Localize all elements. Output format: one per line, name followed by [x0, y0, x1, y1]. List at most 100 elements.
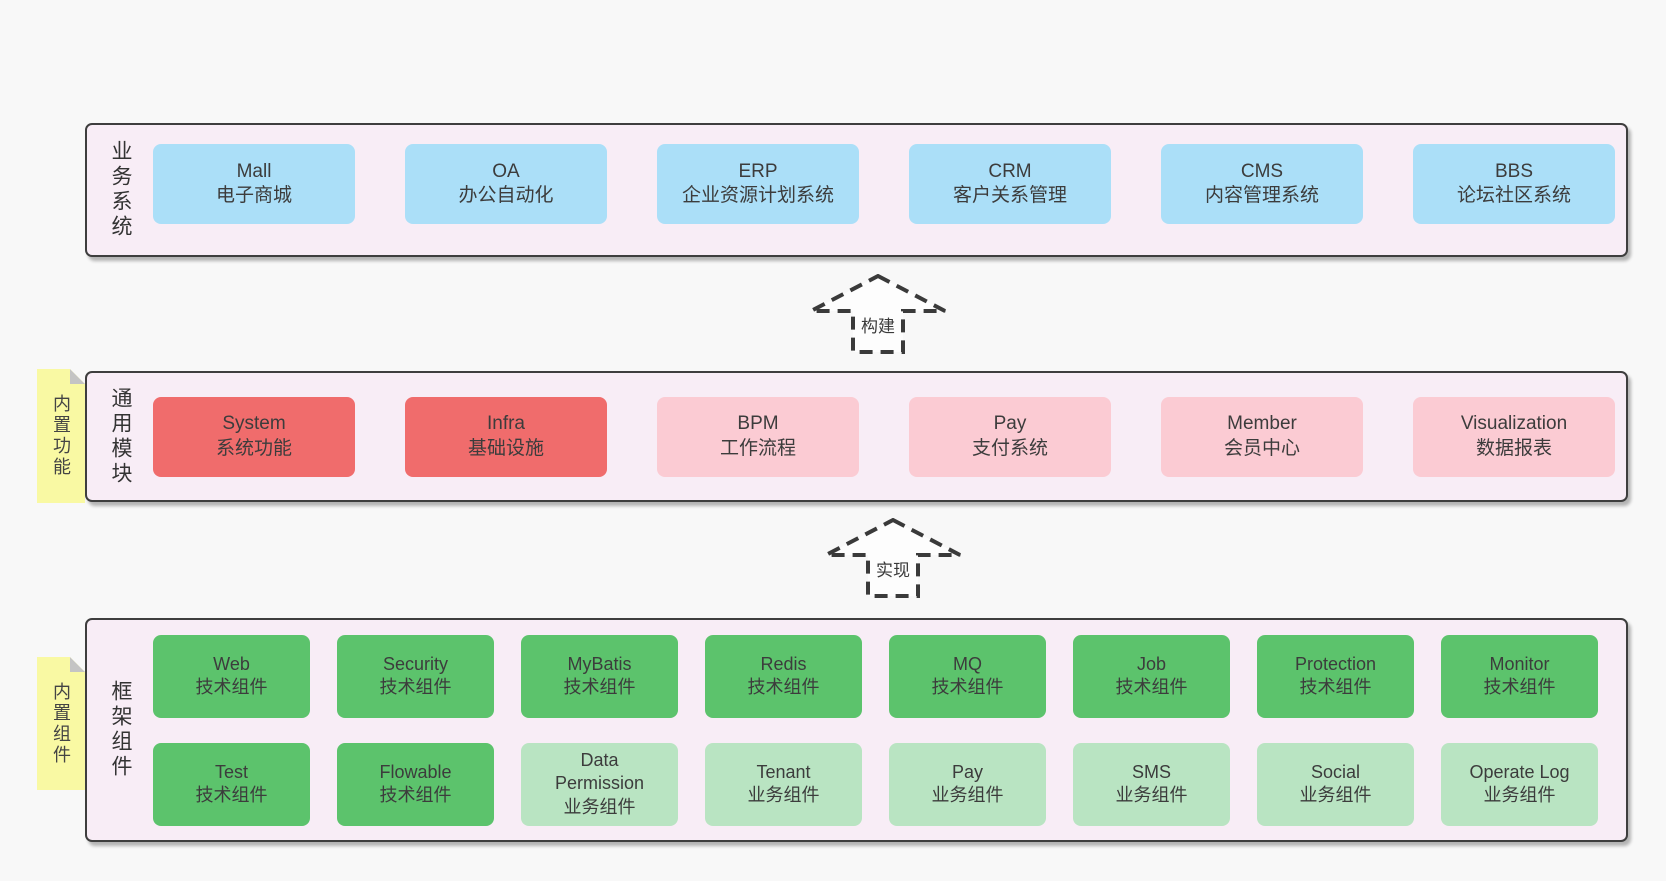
box-subtitle: 内容管理系统: [1204, 185, 1319, 206]
box-subtitle: 技术组件: [379, 677, 452, 697]
box-title: Test: [214, 761, 248, 782]
components-box-mybatis: MyBatis 技术组件: [521, 634, 678, 718]
box-title: CMS: [1240, 160, 1284, 182]
box-title: OA: [492, 160, 520, 182]
box-subtitle: 业务组件: [563, 796, 636, 817]
box-title: Pay: [951, 761, 984, 782]
box-subtitle: 业务组件: [747, 785, 820, 805]
box-title: Social: [1310, 761, 1361, 782]
box-subtitle: 电子商城: [215, 185, 292, 206]
box-subtitle: 办公自动化: [458, 185, 554, 206]
sticky-note-label: 内置功能: [51, 394, 71, 478]
box-title: Web: [213, 653, 250, 674]
box-subtitle: 业务组件: [931, 785, 1004, 805]
components-box-job: Job 技术组件: [1073, 634, 1230, 718]
sticky-note-builtin-features: 内置功能: [37, 369, 85, 503]
box-subtitle: 数据报表: [1475, 437, 1552, 459]
components-box-social: Social 业务组件: [1257, 742, 1414, 826]
sticky-note-builtin-components: 内置组件: [37, 657, 85, 790]
folded-corner-icon: [70, 657, 85, 672]
box-subtitle: 技术组件: [1115, 677, 1188, 697]
box-title: MQ: [953, 653, 982, 674]
box-subtitle: 业务组件: [1483, 785, 1556, 805]
box-subtitle: 技术组件: [1299, 677, 1372, 697]
components-box-flowable: Flowable 技术组件: [337, 742, 494, 826]
layer-label-framework-components: 框架组件: [109, 680, 132, 780]
box-subtitle: 业务组件: [1299, 785, 1372, 805]
components-box-pay: Pay 业务组件: [889, 742, 1046, 826]
layer-label-business-systems: 业务系统: [109, 140, 132, 240]
components-box-protection: Protection 技术组件: [1257, 634, 1414, 718]
box-subtitle: 工作流程: [719, 437, 796, 459]
box-title: Protection: [1294, 653, 1377, 674]
box-title: Flowable: [379, 761, 452, 782]
box-title: Operate Log: [1469, 761, 1570, 782]
arrow-implement: 实现: [823, 518, 963, 598]
arrow-label: 构建: [858, 312, 898, 337]
business-box-cms: CMS 内容管理系统: [1161, 144, 1363, 224]
business-box-oa: OA 办公自动化: [405, 144, 607, 224]
components-box-redis: Redis 技术组件: [705, 634, 862, 718]
box-title: Tenant: [756, 761, 811, 782]
box-title: BBS: [1494, 160, 1534, 182]
box-title: SMS: [1131, 761, 1171, 782]
box-subtitle: 技术组件: [563, 677, 636, 697]
box-subtitle: 业务组件: [1115, 785, 1188, 805]
folded-corner-icon: [70, 369, 85, 384]
box-row: Mall 电子商城 OA 办公自动化 ERP 企业资源计划系统 CRM 客户关系管理 CMS 内容…: [153, 144, 1616, 224]
box-subtitle: 基础设施: [467, 437, 544, 459]
components-box-operate-log: Operate Log 业务组件: [1441, 742, 1598, 826]
box-title: MyBatis: [567, 653, 632, 674]
box-title: Redis: [760, 653, 807, 674]
box-subtitle: 论坛社区系统: [1456, 185, 1571, 206]
components-box-web: Web 技术组件: [153, 634, 310, 718]
box-subtitle: 技术组件: [195, 677, 268, 697]
sticky-note-label: 内置组件: [51, 681, 71, 766]
components-box-security: Security 技术组件: [337, 634, 494, 718]
box-title: Infra: [486, 413, 526, 435]
business-box-mall: Mall 电子商城: [153, 144, 355, 224]
box-title: Mall: [236, 160, 272, 182]
box-title: Member: [1227, 413, 1297, 435]
box-title: Data Permission: [554, 750, 645, 794]
box-title: Security: [382, 653, 449, 674]
box-subtitle: 技术组件: [379, 785, 452, 805]
components-box-monitor: Monitor 技术组件: [1441, 634, 1598, 718]
components-box-sms: SMS 业务组件: [1073, 742, 1230, 826]
arrow-label: 实现: [873, 556, 913, 581]
layer-business-systems: 业务系统 Mall 电子商城 OA 办公自动化 ERP 企业资源计划系统 CRM 客户关系管理…: [85, 123, 1628, 257]
box-subtitle: 客户关系管理: [952, 185, 1067, 206]
box-title: Visualization: [1460, 413, 1568, 435]
box-subtitle: 支付系统: [971, 437, 1048, 459]
box-subtitle: 技术组件: [747, 677, 820, 697]
arrow-build: 构建: [808, 274, 948, 354]
box-subtitle: 会员中心: [1223, 437, 1300, 459]
components-box-tenant: Tenant 业务组件: [705, 742, 862, 826]
business-box-erp: ERP 企业资源计划系统: [657, 144, 859, 224]
box-title: Monitor: [1489, 653, 1550, 674]
box-subtitle: 技术组件: [1483, 677, 1556, 697]
business-box-crm: CRM 客户关系管理: [909, 144, 1111, 224]
box-title: CRM: [988, 160, 1032, 182]
box-subtitle: 企业资源计划系统: [681, 185, 834, 206]
layer-label-common-modules: 通用模块: [109, 386, 132, 487]
box-title: BPM: [737, 413, 779, 435]
box-title: Job: [1136, 653, 1167, 674]
box-title: ERP: [738, 160, 778, 182]
business-box-bbs: BBS 论坛社区系统: [1413, 144, 1615, 224]
